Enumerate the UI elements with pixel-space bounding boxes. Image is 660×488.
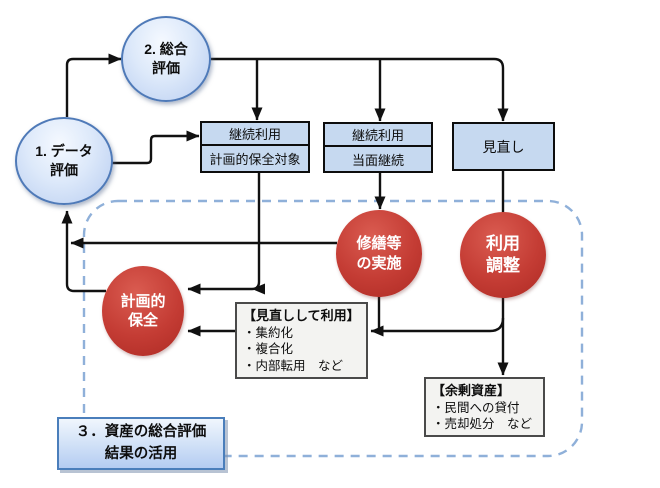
panel-reuse-title: 【見直しして利用】: [243, 308, 360, 323]
repair-line2: の実施: [356, 254, 402, 272]
arrow-step1-to-planned-target-box: [112, 130, 200, 165]
panel-surplus-item: ・民間への貸付: [432, 400, 520, 415]
step3-line2: 結果の活用: [104, 445, 178, 462]
box-continue-row2: 当面継続: [351, 152, 404, 168]
adjust-line2: 調整: [486, 256, 520, 275]
arrowhead-mid-planned-maintenance: [252, 283, 265, 295]
dashed-utilization-region: [82, 199, 584, 458]
step3-line1: ３．資産の総合評価: [75, 423, 207, 440]
box-review-label: 見直し: [482, 138, 525, 155]
box-planned-target-row2: 計画的保全対象: [209, 152, 301, 167]
arrow-planned-target-to-planned-maintenance: [187, 173, 261, 295]
panel-reuse-item: ・複合化: [243, 342, 294, 357]
step2-line1: 2. 総合: [144, 41, 188, 58]
planned-line2: 保全: [127, 312, 158, 329]
panel-reuse-item: ・集約化: [243, 325, 294, 340]
repair-line1: 修繕等: [356, 235, 402, 252]
adjust-line1: 利用: [486, 233, 520, 253]
node-usage-adjustment: 利用 調整: [460, 212, 546, 298]
box-planned-maintenance-target: 継続利用 計画的保全対象: [200, 121, 310, 173]
arrow-planned-maintenance-to-step1: [61, 210, 106, 293]
connector-arrows: [61, 53, 509, 376]
node-step3-result-utilization: ３．資産の総合評価 結果の活用: [57, 417, 225, 470]
node-repair-implementation: 修繕等 の実施: [336, 210, 422, 297]
box-continue-row1: 継続利用: [325, 124, 431, 147]
node-step2-overall-evaluation: 2. 総合 評価: [121, 16, 211, 102]
box-review: 見直し: [452, 122, 555, 171]
step1-line1: 1. データ: [35, 143, 93, 160]
panel-surplus-title: 【余剰資産】: [432, 383, 511, 398]
step2-line2: 評価: [152, 60, 180, 76]
panel-reuse-item: ・内部転用 など: [243, 359, 344, 374]
step1-line2: 評価: [50, 162, 78, 178]
panel-surplus-assets: 【余剰資産】 ・民間への貸付 ・売却処分 など: [424, 377, 545, 437]
panel-reuse-after-review: 【見直しして利用】 ・集約化 ・複合化 ・内部転用 など: [235, 302, 368, 379]
arrow-adjust-to-reuse-panel: [370, 317, 505, 337]
box-continue-use: 継続利用 当面継続: [323, 122, 433, 173]
box-planned-target-row1: 継続利用: [202, 123, 308, 146]
arrow-step1-to-step2: [65, 53, 122, 117]
arrow-step2-to-review-box: [211, 57, 509, 122]
planned-line1: 計画的: [120, 292, 166, 310]
node-step1-data-evaluation: 1. データ 評価: [15, 117, 113, 205]
node-planned-maintenance: 計画的 保全: [102, 266, 184, 356]
panel-surplus-item: ・売却処分 など: [432, 417, 533, 432]
